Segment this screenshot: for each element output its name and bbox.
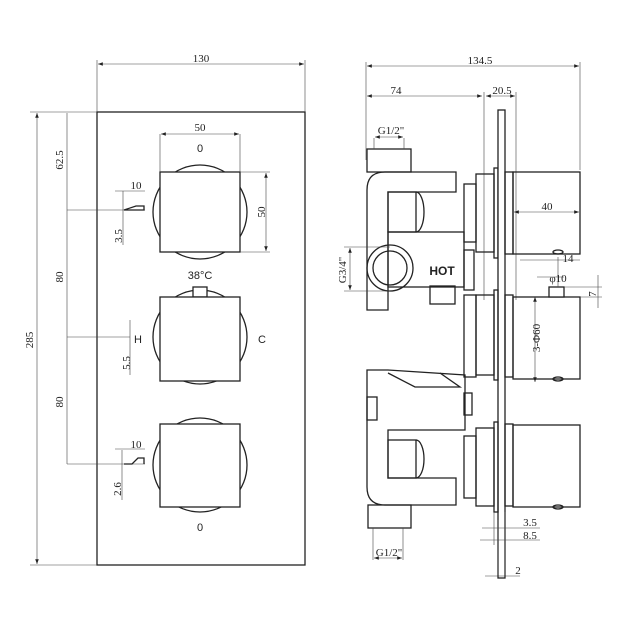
spout-top-icon <box>123 205 145 211</box>
bottom-knob <box>152 417 248 513</box>
pin-diameter-label: φ10 <box>549 273 567 285</box>
cold-label: C <box>258 334 266 346</box>
top-inlet <box>366 148 412 173</box>
body-depth-label: 74 <box>391 85 403 97</box>
top-knob-side <box>512 171 581 255</box>
spacing-1-label: 80 <box>54 271 66 283</box>
hot-inlet <box>366 244 414 292</box>
knob-width-label: 50 <box>195 122 207 134</box>
top-offset-label: 62.5 <box>54 150 66 170</box>
knob-diameter-label: 3-Φ60 <box>531 323 543 352</box>
middle-knob <box>152 286 248 385</box>
spout-bottom-height-label: 2.6 <box>112 482 124 496</box>
middle-knob-side <box>512 296 581 380</box>
side-view: 134.5 74 20.5 G1/2" G3/4" HOT 40 14 φ10 … <box>337 55 602 579</box>
knob-depth-label: 40 <box>542 201 554 213</box>
knob-height-label: 50 <box>256 206 268 218</box>
bottom-knob-label: 0 <box>197 522 203 534</box>
bottom-knob-side <box>512 424 581 508</box>
height-label: 285 <box>24 331 36 348</box>
pin-height-label: 7 <box>587 291 599 297</box>
faceplate <box>96 111 306 566</box>
bottom-outlet-label: G1/2" <box>376 547 403 559</box>
body-upper <box>366 171 457 311</box>
temperature-label: 38°C <box>188 270 213 282</box>
spout-top-width-label: 10 <box>131 180 143 192</box>
top-knob-label: 0 <box>197 143 203 155</box>
total-depth-label: 134.5 <box>468 55 493 67</box>
spout-bottom-width-label: 10 <box>131 439 143 451</box>
plate-depth-label: 20.5 <box>492 85 512 97</box>
body-lower <box>366 369 466 506</box>
plate-thickness-2-label: 8.5 <box>523 530 537 542</box>
top-inlet-label: G1/2" <box>378 125 405 137</box>
spout-bottom-icon <box>124 457 145 465</box>
pin-offset-label: 14 <box>563 253 575 265</box>
width-label: 130 <box>193 53 210 65</box>
spacing-2-label: 80 <box>54 396 66 408</box>
hot-inlet-label: G3/4" <box>337 257 349 284</box>
wall-plate <box>497 109 506 579</box>
plate-thickness-3-label: 2 <box>515 565 521 577</box>
front-view: 130 285 62.5 80 80 50 50 10 3.5 10 2.6 5… <box>24 53 306 566</box>
hot-label: H <box>134 334 142 346</box>
hot-side-label: HOT <box>429 264 455 278</box>
top-knob <box>152 164 248 260</box>
spout-top-height-label: 3.5 <box>113 229 125 243</box>
plate-thickness-1-label: 3.5 <box>523 517 537 529</box>
bottom-outlet <box>367 504 412 529</box>
center-offset-label: 5.5 <box>121 356 133 370</box>
